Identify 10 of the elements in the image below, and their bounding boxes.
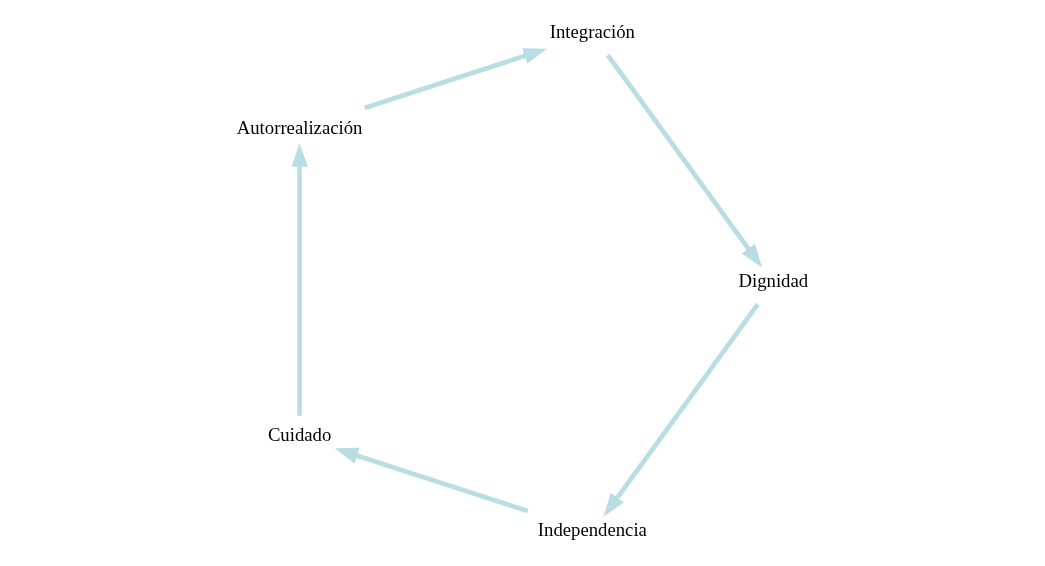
arrow <box>290 143 308 416</box>
node-text: Cuidado <box>267 424 331 446</box>
node-text: Autorrealización <box>236 116 362 138</box>
arrow <box>603 302 760 517</box>
node-text: Independencia <box>537 519 647 541</box>
arrow <box>605 53 762 268</box>
node-text: Dignidad <box>738 270 808 292</box>
arrow <box>363 48 547 111</box>
node-text: Integración <box>549 21 635 43</box>
arrow <box>334 447 528 514</box>
